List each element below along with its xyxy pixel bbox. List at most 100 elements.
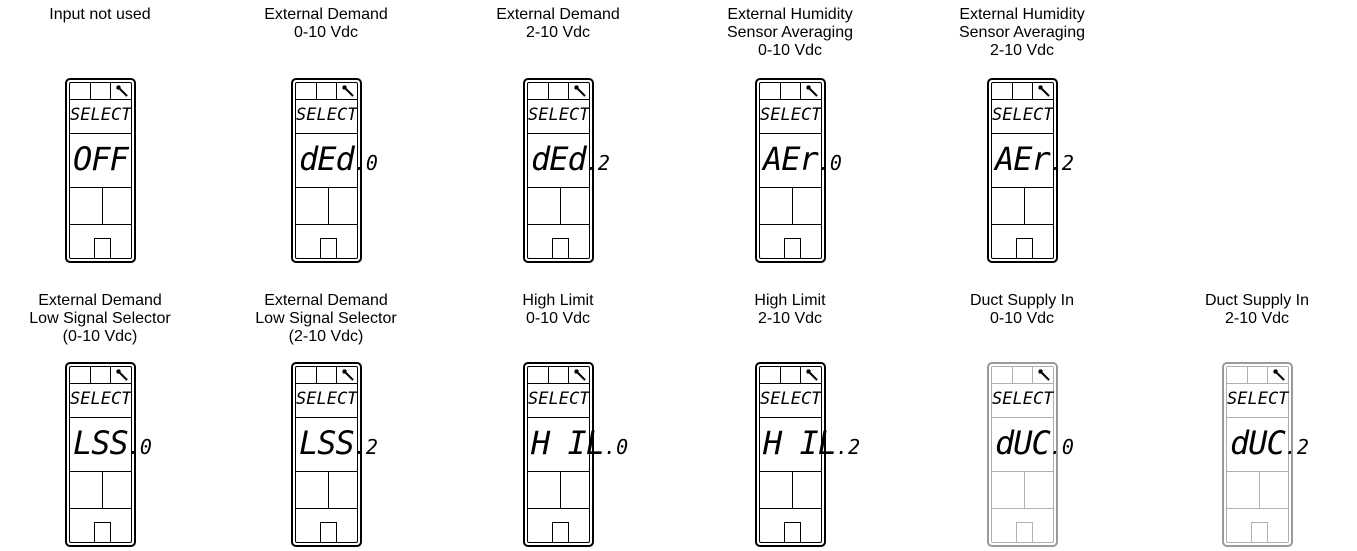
select-label: SELECT bbox=[528, 105, 590, 125]
mode-code-suffix: .0 bbox=[604, 435, 629, 459]
mode-code-main: dUC bbox=[995, 424, 1051, 462]
mode-code-main: dEd bbox=[299, 140, 355, 178]
wrench-icon bbox=[112, 364, 132, 388]
caption-line: 2-10 Vdc bbox=[989, 42, 1055, 59]
divider bbox=[336, 367, 337, 383]
divider bbox=[792, 471, 793, 508]
wrench-icon bbox=[570, 364, 590, 388]
mode-code: H IL.0 bbox=[531, 419, 628, 471]
divider bbox=[992, 224, 1053, 225]
divider bbox=[316, 367, 317, 383]
divider bbox=[780, 367, 781, 383]
caption-line: Sensor Averaging bbox=[726, 24, 853, 41]
wrench-icon bbox=[338, 80, 358, 104]
mode-code: H IL.2 bbox=[763, 419, 860, 471]
divider bbox=[296, 417, 357, 418]
divider bbox=[560, 187, 561, 224]
divider bbox=[102, 471, 103, 508]
icon-row bbox=[296, 83, 357, 100]
divider bbox=[528, 417, 589, 418]
button-square bbox=[1251, 522, 1268, 542]
mode-code: dEd.2 bbox=[531, 135, 610, 187]
select-label: SELECT bbox=[296, 105, 358, 125]
mode-code-suffix: .2 bbox=[1284, 435, 1309, 459]
divider bbox=[560, 471, 561, 508]
caption-line: 0-10 Vdc bbox=[525, 310, 591, 327]
button-square bbox=[1016, 522, 1033, 542]
wrench-icon bbox=[112, 80, 132, 104]
mode-code-suffix: .2 bbox=[1049, 151, 1074, 175]
thermostat-display: SELECT H IL.2 bbox=[755, 362, 860, 547]
caption-line: 0-10 Vdc bbox=[757, 42, 823, 59]
caption-line: 0-10 Vdc bbox=[989, 310, 1055, 327]
divider bbox=[70, 508, 131, 509]
caption-line: (0-10 Vdc) bbox=[62, 328, 138, 345]
divider bbox=[760, 471, 821, 472]
select-label: SELECT bbox=[760, 389, 822, 409]
icon-row bbox=[992, 83, 1053, 100]
wrench-icon bbox=[1034, 364, 1054, 388]
divider bbox=[110, 83, 111, 99]
select-label: SELECT bbox=[992, 105, 1054, 125]
button-square bbox=[94, 522, 111, 542]
divider bbox=[1227, 471, 1288, 472]
divider bbox=[528, 133, 589, 134]
mode-code: AEr.0 bbox=[763, 135, 842, 187]
mode-code-main: AEr bbox=[763, 140, 819, 178]
mode-code-main: LSS bbox=[73, 424, 129, 462]
divider bbox=[316, 83, 317, 99]
caption-line: External Humidity bbox=[959, 6, 1085, 23]
icon-row bbox=[992, 367, 1053, 384]
divider bbox=[70, 471, 131, 472]
divider bbox=[70, 417, 131, 418]
caption-line: Low Signal Selector bbox=[29, 310, 171, 327]
divider bbox=[568, 83, 569, 99]
mode-code: LSS.2 bbox=[299, 419, 378, 471]
divider bbox=[548, 83, 549, 99]
divider bbox=[1012, 367, 1013, 383]
divider bbox=[1259, 471, 1260, 508]
button-square bbox=[320, 238, 337, 258]
button-square bbox=[320, 522, 337, 542]
divider bbox=[528, 187, 589, 188]
select-label: SELECT bbox=[1227, 389, 1289, 409]
mode-code-main: dUC bbox=[1230, 424, 1286, 462]
divider bbox=[1032, 83, 1033, 99]
divider bbox=[760, 187, 821, 188]
divider bbox=[760, 417, 821, 418]
wrench-icon bbox=[802, 80, 822, 104]
mode-code-suffix: .0 bbox=[127, 435, 152, 459]
caption-line: High Limit bbox=[522, 292, 594, 309]
caption-line: Low Signal Selector bbox=[255, 310, 397, 327]
divider bbox=[296, 471, 357, 472]
divider bbox=[296, 508, 357, 509]
button-square bbox=[784, 522, 801, 542]
divider bbox=[800, 367, 801, 383]
divider bbox=[1032, 367, 1033, 383]
select-label: SELECT bbox=[760, 105, 822, 125]
thermostat-display: SELECT dUC.2 bbox=[1222, 362, 1309, 547]
mode-code-suffix: .0 bbox=[1049, 435, 1074, 459]
divider bbox=[548, 367, 549, 383]
wrench-icon bbox=[1269, 364, 1289, 388]
wrench-icon bbox=[1034, 80, 1054, 104]
divider bbox=[70, 224, 131, 225]
mode-code-main: LSS bbox=[299, 424, 355, 462]
button-square bbox=[1016, 238, 1033, 258]
divider bbox=[1267, 367, 1268, 383]
